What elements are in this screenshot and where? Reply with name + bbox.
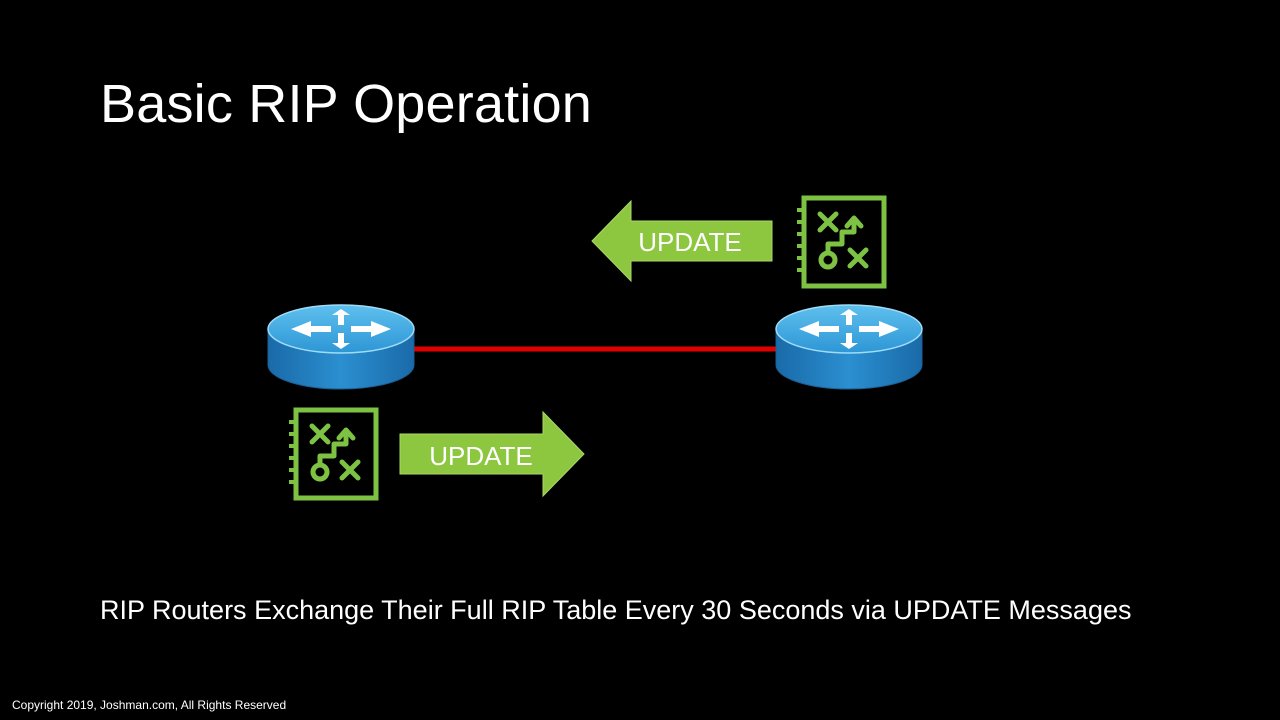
router-right[interactable] bbox=[775, 304, 923, 390]
arrow-left-icon bbox=[591, 199, 773, 283]
update-right-label: UPDATE bbox=[429, 441, 533, 471]
router-icon bbox=[267, 304, 415, 390]
update-arrow-left: UPDATE bbox=[591, 199, 773, 283]
router-icon bbox=[775, 304, 923, 390]
update-left-label: UPDATE bbox=[638, 227, 742, 257]
routing-table-icon bbox=[289, 407, 379, 501]
update-arrow-right: UPDATE bbox=[399, 410, 585, 498]
arrow-right-icon bbox=[399, 410, 585, 498]
slide-title: Basic RIP Operation bbox=[100, 74, 593, 134]
copyright-notice: Copyright 2019, Joshman.com, All Rights … bbox=[12, 698, 287, 712]
slide-caption: RIP Routers Exchange Their Full RIP Tabl… bbox=[100, 595, 1132, 625]
router-left[interactable] bbox=[267, 304, 415, 390]
routing-table-icon bbox=[797, 195, 887, 289]
